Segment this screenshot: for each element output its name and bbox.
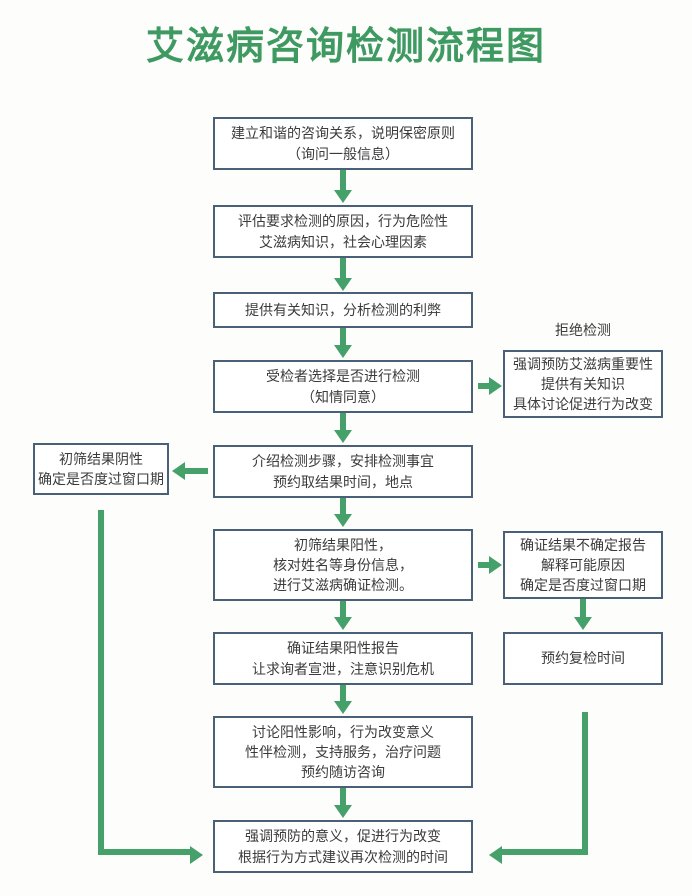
connector-left-elbow-vertical bbox=[98, 510, 104, 855]
node-line: 评估要求检测的原因，行为危险性 bbox=[238, 213, 448, 230]
node-line: 让求询者宣泄，注意识别危机 bbox=[252, 660, 434, 677]
arrowhead-down-n4-n5 bbox=[334, 430, 352, 443]
node-line: 确定是否度过窗口期 bbox=[38, 471, 164, 487]
arrowhead-left-right-elbow bbox=[489, 846, 502, 864]
connector-n8-n9 bbox=[340, 788, 346, 810]
node-screening-negative: 初筛结果阴性 确定是否度过窗口期 bbox=[33, 443, 169, 495]
node-line: 根据行为方式建议再次检测的时间 bbox=[238, 848, 448, 865]
node-line: 强调预防的意义，促进行为改变 bbox=[245, 828, 441, 845]
connector-left-elbow-horizontal bbox=[98, 849, 192, 855]
node-line: 确定是否度过窗口期 bbox=[520, 577, 646, 594]
node-line: 艾滋病知识，社会心理因素 bbox=[259, 233, 427, 250]
node-line: 提供有关知识 bbox=[541, 375, 625, 392]
node-line: 初筛结果阴性 bbox=[59, 450, 143, 467]
connector-n7-n8 bbox=[340, 685, 346, 707]
node-schedule-retest: 预约复检时间 bbox=[503, 632, 663, 685]
node-line: 核对姓名等身份信息， bbox=[273, 556, 413, 573]
node-line: 讨论阳性影响，行为改变意义 bbox=[252, 723, 434, 740]
node-emphasize-prevention-final: 强调预防的意义，促进行为改变 根据行为方式建议再次检测的时间 bbox=[213, 820, 473, 873]
node-line: 具体讨论促进行为改变 bbox=[513, 396, 653, 413]
arrowhead-right-n4-n4r bbox=[489, 377, 502, 395]
node-establish-rapport: 建立和谐的咨询关系，说明保密原则 （询问一般信息） bbox=[213, 117, 473, 170]
node-confirmed-positive-report: 确证结果阳性报告 让求询者宣泄，注意识别危机 bbox=[213, 632, 473, 685]
arrowhead-down-n6-n7 bbox=[334, 617, 352, 630]
connector-n6-n6r bbox=[478, 562, 492, 568]
connector-n3-n4 bbox=[340, 328, 346, 350]
node-indeterminate-report: 确证结果不确定报告 解释可能原因 确定是否度过窗口期 bbox=[503, 531, 663, 599]
node-line: 性伴检测，支持服务，治疗问题 bbox=[245, 743, 441, 760]
node-line: 提供有关知识，分析检测的利弊 bbox=[245, 301, 441, 318]
node-line: 强调预防艾滋病重要性 bbox=[513, 355, 653, 372]
arrowhead-down-n8-n9 bbox=[334, 805, 352, 818]
node-line: （询问一般信息） bbox=[287, 145, 399, 162]
arrowhead-left-n5-n5l bbox=[172, 462, 185, 480]
node-screening-positive: 初筛结果阳性， 核对姓名等身份信息， 进行艾滋病确证检测。 bbox=[213, 529, 473, 601]
connector-n2-n3 bbox=[340, 258, 346, 283]
node-choose-test: 受检者选择是否进行检测 （知情同意） bbox=[213, 360, 473, 413]
arrowhead-right-left-elbow bbox=[190, 846, 203, 864]
arrowhead-down-n2-n3 bbox=[334, 278, 352, 291]
node-line: （知情同意） bbox=[301, 388, 385, 405]
arrowhead-down-n7-n8 bbox=[334, 701, 352, 714]
connector-right-elbow-vertical bbox=[582, 712, 588, 855]
connector-n4-n5 bbox=[340, 413, 346, 435]
node-line: 建立和谐的咨询关系，说明保密原则 bbox=[231, 125, 455, 142]
node-line: 预约取结果时间，地点 bbox=[273, 473, 413, 490]
connector-n5-n5l bbox=[184, 468, 208, 474]
node-emphasize-prevention: 强调预防艾滋病重要性 提供有关知识 具体讨论促进行为改变 bbox=[503, 350, 663, 418]
page-title: 艾滋病咨询检测流程图 bbox=[145, 26, 546, 68]
arrowhead-right-n6-n6r bbox=[489, 556, 502, 574]
connector-n4-n4r bbox=[478, 383, 492, 389]
node-introduce-procedure: 介绍检测步骤，安排检测事宜 预约取结果时间，地点 bbox=[213, 445, 473, 498]
node-line: 初筛结果阳性， bbox=[294, 536, 392, 553]
connector-right-elbow-horizontal bbox=[502, 849, 588, 855]
arrowhead-down-n1-n2 bbox=[334, 190, 352, 203]
connector-n6-n7 bbox=[340, 601, 346, 623]
node-line: 进行艾滋病确证检测。 bbox=[273, 577, 413, 594]
node-discuss-impact: 讨论阳性影响，行为改变意义 性伴检测，支持服务，治疗问题 预约随访咨询 bbox=[213, 716, 473, 788]
node-line: 预约复检时间 bbox=[541, 650, 625, 667]
node-line: 受检者选择是否进行检测 bbox=[266, 368, 420, 385]
connector-n5-n6 bbox=[340, 498, 346, 520]
node-provide-knowledge: 提供有关知识，分析检测的利弊 bbox=[213, 292, 473, 328]
node-line: 预约随访咨询 bbox=[301, 764, 385, 781]
connector-n1-n2 bbox=[340, 170, 346, 195]
node-assess-reasons: 评估要求检测的原因，行为危险性 艾滋病知识，社会心理因素 bbox=[213, 205, 473, 258]
node-line: 确证结果不确定报告 bbox=[520, 536, 646, 553]
node-line: 确证结果阳性报告 bbox=[287, 640, 399, 657]
label-refuse-test: 拒绝检测 bbox=[555, 322, 611, 338]
node-line: 介绍检测步骤，安排检测事宜 bbox=[252, 453, 434, 470]
arrowhead-down-n3-n4 bbox=[334, 345, 352, 358]
connector-n6r-n7r bbox=[580, 599, 586, 622]
arrowhead-down-n5-n6 bbox=[334, 514, 352, 527]
arrowhead-down-n6r-n7r bbox=[574, 617, 592, 630]
node-line: 解释可能原因 bbox=[541, 556, 625, 573]
